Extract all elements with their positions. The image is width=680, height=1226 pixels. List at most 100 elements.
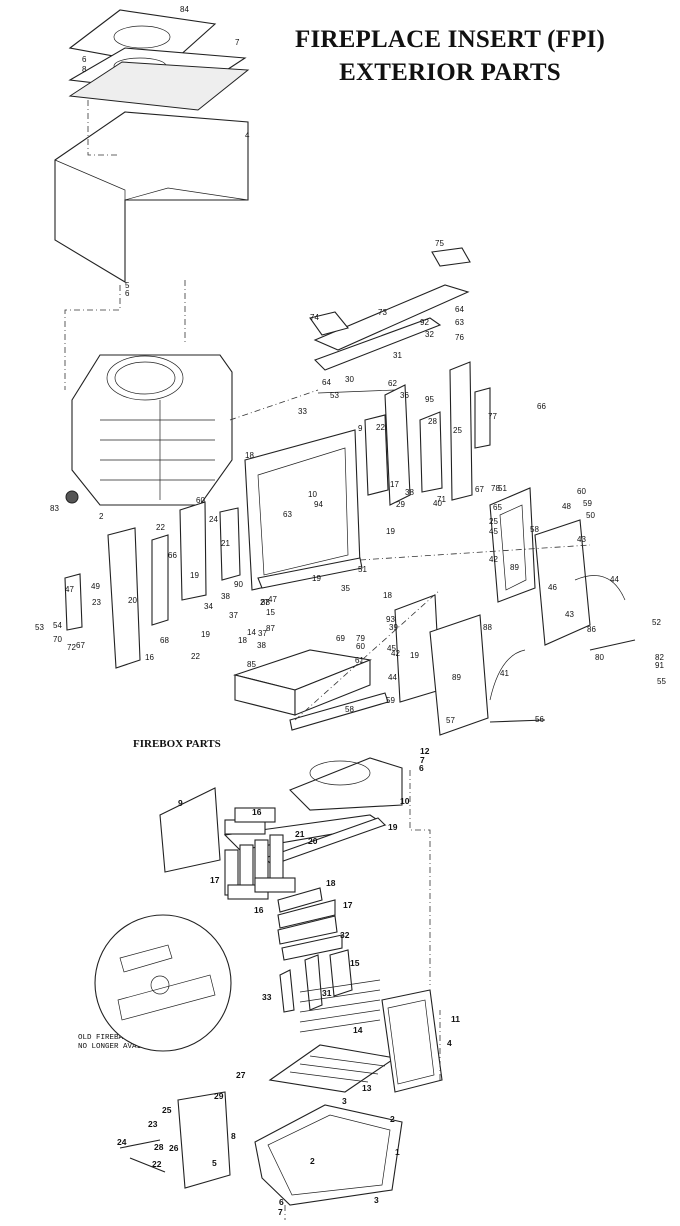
exterior-callout-95: 95 [425, 395, 434, 404]
exterior-callout-37: 37 [229, 611, 238, 620]
exterior-callout-75: 75 [435, 239, 444, 248]
exterior-callout-14: 14 [247, 628, 256, 637]
firebox-callout-6: 6 [419, 763, 424, 773]
exterior-callout-33: 33 [298, 407, 307, 416]
firebox-callout-7: 7 [420, 755, 425, 765]
exterior-callout-62: 62 [388, 379, 397, 388]
old-fireback-note-line2: NO LONGER AVAILABLE [78, 1043, 164, 1051]
exterior-callout-38: 38 [257, 641, 266, 650]
exterior-callout-28: 28 [428, 417, 437, 426]
old-fireback-callout-drawing [94, 914, 232, 1052]
diagram-title-line1: FIREPLACE INSERT (FPI) [294, 26, 606, 53]
firebox-callout-4: 4 [447, 1038, 452, 1048]
exterior-callout-47: 47 [268, 595, 277, 604]
exterior-callout-84: 84 [180, 5, 189, 14]
firebox-callout-28: 28 [154, 1142, 164, 1152]
firebox-callout-3: 3 [342, 1096, 347, 1106]
exterior-callout-9: 9 [358, 424, 363, 433]
exterior-callout-66: 66 [168, 551, 177, 560]
exterior-callout-18: 18 [238, 636, 247, 645]
top-plate-drawing [68, 9, 250, 111]
firebox-callout-8: 8 [231, 1131, 236, 1141]
glass-doors-drawing [394, 487, 636, 736]
top-trim-drawing [309, 247, 471, 371]
exterior-callout-89: 89 [510, 563, 519, 572]
firebox-callout-29: 29 [214, 1091, 224, 1101]
exterior-callout-77: 77 [488, 412, 497, 421]
exterior-callout-51: 51 [498, 484, 507, 493]
firebox-callout-14: 14 [353, 1025, 363, 1035]
exterior-callout-47: 47 [65, 585, 74, 594]
exterior-callout-68: 68 [160, 636, 169, 645]
exterior-callout-89: 89 [452, 673, 461, 682]
exterior-callout-48: 48 [562, 502, 571, 511]
exterior-callout-87: 87 [266, 624, 275, 633]
exterior-callout-53: 53 [35, 623, 44, 632]
exterior-callout-94: 94 [314, 500, 323, 509]
exterior-callout-19: 19 [410, 651, 419, 660]
exterior-callout-71: 71 [437, 495, 446, 504]
exterior-callout-79: 79 [356, 634, 365, 643]
exterior-callout-42: 42 [391, 649, 400, 658]
exterior-callout-86: 86 [587, 625, 596, 634]
exterior-callout-25: 25 [489, 517, 498, 526]
exterior-callout-29: 29 [396, 500, 405, 509]
exterior-callout-56: 56 [535, 715, 544, 724]
firebox-callout-22: 22 [152, 1159, 162, 1169]
exterior-callout-45: 45 [387, 644, 396, 653]
exterior-callout-19: 19 [190, 571, 199, 580]
exterior-callout-91: 91 [655, 661, 664, 670]
exterior-callout-31: 31 [393, 351, 402, 360]
exterior-callout-18: 18 [245, 451, 254, 460]
side-liner-drawing [381, 989, 443, 1093]
firebox-callout-11: 11 [451, 1014, 460, 1024]
exterior-callout-46: 46 [548, 583, 557, 592]
exterior-callout-38: 38 [221, 592, 230, 601]
exterior-callout-60: 60 [577, 487, 586, 496]
exterior-callout-17: 17 [390, 480, 399, 489]
exterior-callout-40: 40 [433, 499, 442, 508]
firebox-callout-16: 16 [254, 905, 264, 915]
exterior-callout-58: 58 [345, 705, 354, 714]
exterior-callout-42: 42 [489, 555, 498, 564]
firebox-parts-heading: FIREBOX PARTS [133, 738, 221, 750]
side-panels-drawing [64, 361, 491, 669]
exterior-callout-19: 19 [201, 630, 210, 639]
firebox-callout-33: 33 [262, 992, 272, 1002]
firebox-callout-13: 13 [362, 1083, 372, 1093]
exterior-callout-37: 37 [258, 629, 267, 638]
insert-body-drawing [65, 354, 233, 506]
exterior-callout-12: 12 [0, 0, 9, 2]
firebox-callout-17: 17 [210, 875, 220, 885]
firebox-callout-3: 3 [374, 1195, 379, 1205]
exterior-callout-5: 5 [125, 281, 130, 290]
firebox-callout-23: 23 [148, 1119, 158, 1129]
exterior-callout-22: 22 [191, 652, 200, 661]
exterior-callout-22: 22 [156, 523, 165, 532]
grate-bars-drawing [268, 979, 397, 1093]
exterior-callout-24: 24 [209, 515, 218, 524]
exterior-callout-39: 39 [389, 623, 398, 632]
exterior-callout-34: 34 [204, 602, 213, 611]
exterior-callout-70: 70 [53, 635, 62, 644]
firebox-callout-5: 5 [212, 1158, 217, 1168]
exterior-callout-27: 27 [260, 598, 269, 607]
exterior-callout-63: 63 [283, 510, 292, 519]
exterior-callout-53: 53 [330, 391, 339, 400]
exterior-callout-4: 4 [245, 131, 250, 140]
exterior-callout-55: 55 [657, 677, 666, 686]
exterior-callout-6: 6 [82, 55, 87, 64]
exterior-callout-69: 69 [336, 634, 345, 643]
exterior-callout-51: 51 [358, 565, 367, 574]
firebox-callout-15: 15 [350, 958, 360, 968]
exterior-callout-25: 25 [453, 426, 462, 435]
firebox-callout-27: 27 [236, 1070, 246, 1080]
exterior-callout-19: 19 [386, 527, 395, 536]
exterior-callout-88: 88 [483, 623, 492, 632]
firebox-callout-2: 2 [390, 1114, 395, 1124]
exterior-callout-60: 60 [356, 642, 365, 651]
diagram-title-line2: EXTERIOR PARTS [339, 59, 561, 86]
